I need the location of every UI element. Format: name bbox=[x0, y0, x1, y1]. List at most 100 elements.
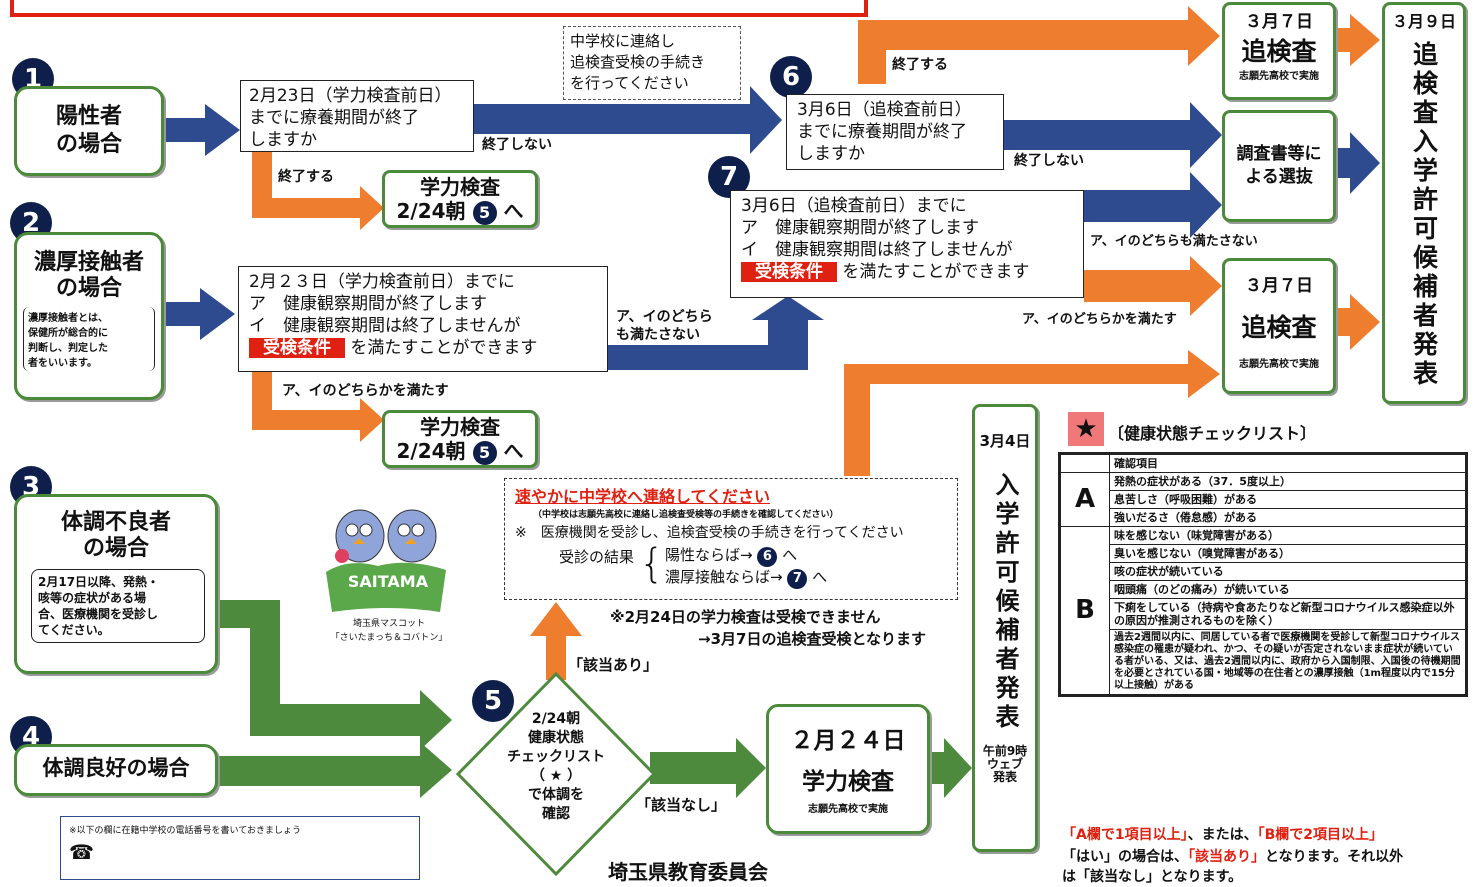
footer-org: 埼玉県教育委員会 bbox=[608, 860, 768, 884]
checklist-item: 味を感じない（味覚障害がある） bbox=[1109, 526, 1466, 545]
announce-4-publish: 発表 bbox=[992, 769, 1017, 784]
case2-note-line: 濃厚接触者とは、 bbox=[28, 313, 108, 325]
case3-note-line: 2月17日以降、発熱・ bbox=[38, 575, 160, 590]
mascot-caption-1: 埼玉県マスコット bbox=[352, 619, 425, 629]
q1-box: 2月23日（学力検査前日） までに療養期間が終了 しますか bbox=[240, 80, 474, 152]
announce-9-date: ３月９日 bbox=[1391, 12, 1456, 31]
arrow-case4-step5 bbox=[217, 742, 452, 798]
label-not-end-6: 終了しない bbox=[1014, 153, 1084, 169]
q6-number: 6 bbox=[770, 56, 812, 98]
label-no: 「該当なし」 bbox=[636, 796, 727, 814]
case2-note-line: 保健所が総合的に bbox=[28, 328, 108, 340]
step5-line: で体調を bbox=[528, 787, 584, 803]
q7-line4: を満たすことができます bbox=[842, 262, 1030, 282]
phone-note: ※以下の欄に在籍中学校の電話番号を書いておきましょう bbox=[69, 826, 302, 836]
case1-title-1: 陽性者 bbox=[55, 104, 122, 129]
dashed-note-line: 中学校に連絡し bbox=[570, 32, 676, 50]
announce-4-date: 3月4日 bbox=[979, 432, 1031, 450]
case2-box: 濃厚接触者 の場合 濃厚接触者とは、 保健所が総合的に 判断し、判定した 者をい… bbox=[14, 232, 164, 400]
arrow-q6-select bbox=[1004, 102, 1222, 168]
q6-line: しますか bbox=[797, 144, 865, 164]
announce-9-text: 追検査入学許可候補者発表 bbox=[1409, 40, 1439, 389]
phone-icon: ☎ bbox=[69, 840, 94, 864]
checklist-item: 咳の症状が続いている bbox=[1109, 562, 1466, 581]
contact-sub: （中学校は志願先高校に連絡し追検査受検等の手続きを確認してください） bbox=[533, 510, 839, 520]
checklist-item: 下痢をしている（持病や食あたりなど新型コロナウイルス感染症以外の原因が推測される… bbox=[1109, 598, 1466, 630]
step5-line: 健康状態 bbox=[528, 730, 584, 746]
mascot-brand: SAITAMA bbox=[347, 572, 429, 591]
q7-line2: ア 健康観察期間が終了します bbox=[741, 218, 979, 238]
q6-line: までに療養期間が終了 bbox=[797, 122, 967, 142]
arrow-q1-q6 bbox=[474, 86, 782, 154]
exam-box-2-title: 学力検査 bbox=[420, 415, 500, 439]
category-b: B bbox=[1060, 526, 1110, 695]
selection-line2: よる選抜 bbox=[1245, 166, 1313, 187]
q2-line3: イ 健康観察期間は終了しませんが bbox=[249, 316, 521, 336]
exam-box-1: 学力検査 2/24朝 5 へ bbox=[382, 170, 538, 228]
checklist-footer-3: は「該当なし」となります。 bbox=[1062, 869, 1243, 885]
contact-close: 濃厚接触ならば→ bbox=[665, 568, 783, 586]
makeup-exam-2: ３月７日 追検査 志願先高校で実施 bbox=[1222, 258, 1336, 394]
step5-text: 2/24朝 健康状態 チェックリスト （ ★ ） で体調を 確認 bbox=[496, 710, 616, 824]
step5-line: 2/24朝 bbox=[531, 711, 581, 727]
top-frame bbox=[10, 0, 868, 17]
case3-note-line: てください。 bbox=[38, 623, 110, 638]
makeup-2-title: 追検査 bbox=[1241, 312, 1317, 342]
step5-number: 5 bbox=[472, 680, 514, 722]
makeup-exam-1: ３月７日 追検査 志願先高校で実施 bbox=[1222, 2, 1336, 100]
footer-b: 「B欄で2項目以上」 bbox=[1257, 827, 1383, 843]
footer-rest: となります。それ以外 bbox=[1265, 849, 1404, 865]
exam-box-2-suffix: へ bbox=[503, 439, 524, 463]
q6-box: 3月6日（追検査前日） までに療養期間が終了 しますか bbox=[786, 94, 1004, 170]
q7-line1: 3月6日（追検査前日）までに bbox=[741, 196, 967, 216]
q2-condition-tag: 受検条件 bbox=[249, 338, 345, 358]
selection-line1: 調査書等に bbox=[1236, 144, 1322, 164]
arrow-q2-exam bbox=[252, 370, 384, 442]
checklist-item: 息苦しさ（呼吸困難）がある bbox=[1109, 490, 1466, 509]
arrow-step5-exam bbox=[650, 738, 766, 798]
checklist-footer-1: 「A欄で1項目以上」、または、「B欄で2項目以上」 bbox=[1062, 824, 1383, 844]
exam-0224-sub: 志願先高校で実施 bbox=[808, 803, 888, 815]
exam-box-2-date: 2/24朝 bbox=[396, 439, 466, 463]
exam-box-1-date: 2/24朝 bbox=[396, 199, 466, 223]
makeup-1-sub: 志願先高校で実施 bbox=[1239, 71, 1319, 83]
contact-arrow-2: へ bbox=[812, 568, 828, 586]
checklist-item: 臭いを感じない（嗅覚障害がある） bbox=[1109, 544, 1466, 563]
case3-title-2: の場合 bbox=[82, 536, 149, 562]
case3-note-line: 合、医療機関を受診し bbox=[38, 607, 159, 622]
arrow-case3-step5 bbox=[217, 600, 452, 750]
contact-title: 速やかに中学校へ連絡してください bbox=[515, 487, 771, 506]
case4-title: 体調良好の場合 bbox=[42, 756, 190, 780]
mascot-caption-2: 「さいたまっち＆コバトン」 bbox=[330, 633, 448, 643]
arrow-q1-exam bbox=[252, 150, 384, 230]
exam-box-2: 学力検査 2/24朝 5 へ bbox=[382, 410, 538, 468]
q1-line: までに療養期間が終了 bbox=[249, 108, 419, 128]
announce-4-text: 入学許可候補者発表 bbox=[991, 471, 1019, 733]
announce-4-time: 午前9時 bbox=[982, 743, 1028, 758]
q7-ref: 7 bbox=[787, 569, 808, 589]
makeup-1-title: 追検査 bbox=[1241, 36, 1317, 66]
case2-note-line: 判断し、判定した bbox=[28, 343, 108, 355]
label-either-7: ア、イのどちらかを満たす bbox=[1022, 312, 1177, 327]
case2-title-2: の場合 bbox=[55, 276, 122, 302]
arrow-makeup1-announce bbox=[1337, 14, 1380, 66]
label-neither-2: も満たさない bbox=[616, 327, 700, 343]
q2-box: 2月２３日（学力検査前日）までに ア 健康観察期間が終了します イ 健康観察期間… bbox=[238, 266, 608, 372]
case1-title-2: の場合 bbox=[55, 132, 122, 158]
step5-line: 確認 bbox=[542, 806, 570, 822]
dashed-note: 中学校に連絡し 追検査受検の手続き を行ってください bbox=[563, 26, 741, 100]
selection-box: 調査書等に よる選抜 bbox=[1222, 110, 1336, 222]
dashed-note-line: 追検査受検の手続き bbox=[570, 53, 706, 71]
makeup-1-date: ３月７日 bbox=[1245, 12, 1313, 32]
makeup-2-date: ３月７日 bbox=[1245, 276, 1313, 296]
checklist-item: 発熱の症状がある（37．5度以上） bbox=[1109, 472, 1466, 491]
case2-note-line: 者をいいます。 bbox=[28, 358, 97, 370]
makeup-announcement: ３月９日 追検査入学許可候補者発表 bbox=[1382, 2, 1466, 404]
arrow-q7-makeup2 bbox=[1084, 256, 1222, 316]
arrow-q7-select bbox=[1084, 172, 1222, 238]
exam-box-1-title: 学力検査 bbox=[420, 175, 500, 199]
announce-4-web: ウェブ bbox=[986, 756, 1023, 771]
footer-applicable: 「該当あり」 bbox=[1188, 849, 1265, 865]
label-neither-7: ア、イのどちらも満たさない bbox=[1090, 234, 1258, 249]
contact-box: 速やかに中学校へ連絡してください （中学校は志願先高校に連絡し追検査受検等の手続… bbox=[504, 478, 958, 600]
